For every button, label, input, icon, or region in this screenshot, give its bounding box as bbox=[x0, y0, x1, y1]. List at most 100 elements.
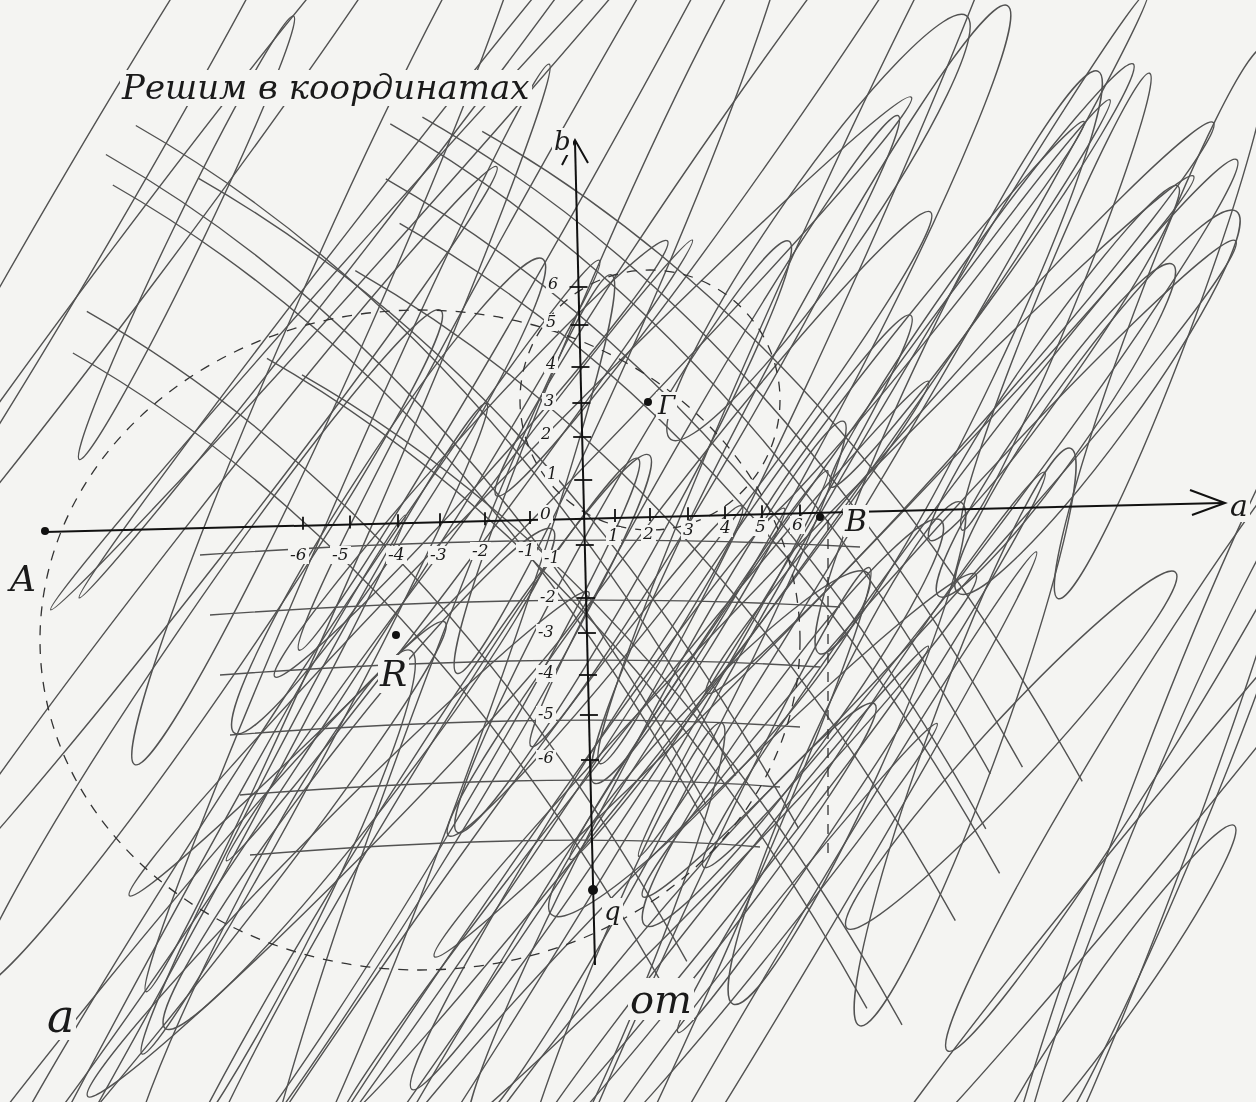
scribble bbox=[259, 226, 684, 691]
scribble bbox=[954, 376, 1256, 1102]
scribble bbox=[82, 489, 767, 1102]
scribble bbox=[553, 544, 1051, 1102]
tick-number: 6 bbox=[790, 516, 805, 534]
tick-number: 5 bbox=[753, 518, 768, 536]
tick bbox=[761, 505, 763, 518]
handwritten-label: от bbox=[628, 978, 694, 1020]
tick-number: 2 bbox=[539, 426, 553, 443]
scribble bbox=[785, 55, 1132, 670]
tick-number: -3 bbox=[536, 624, 556, 641]
point bbox=[41, 527, 49, 535]
b-axis bbox=[575, 142, 595, 965]
tick bbox=[581, 759, 599, 761]
scribble bbox=[623, 0, 1163, 865]
scribble bbox=[995, 465, 1256, 1102]
tick-number: -1 bbox=[542, 550, 562, 567]
scribble bbox=[927, 189, 1256, 616]
scribble bbox=[482, 131, 1082, 781]
scribble bbox=[210, 600, 840, 615]
tick bbox=[577, 597, 595, 599]
tick bbox=[724, 506, 726, 519]
point bbox=[588, 885, 598, 895]
scribble bbox=[827, 432, 1256, 1102]
tick-number: -3 bbox=[428, 546, 449, 564]
tick-number: 0 bbox=[538, 505, 553, 523]
handwritten-label: а bbox=[45, 992, 76, 1040]
scribble bbox=[423, 192, 955, 855]
tick bbox=[687, 507, 689, 520]
tick-number: 3 bbox=[542, 393, 556, 410]
a-axis bbox=[45, 503, 1222, 532]
scribble bbox=[400, 223, 1000, 873]
tick-number: -2 bbox=[538, 589, 558, 606]
scribble bbox=[113, 185, 713, 835]
tick-number: 2 bbox=[641, 525, 656, 543]
handwritten-label: Решим в координатах bbox=[120, 70, 532, 106]
tick bbox=[649, 508, 651, 521]
scribble bbox=[687, 105, 1233, 711]
scribble bbox=[461, 556, 895, 1102]
scribble bbox=[385, 298, 938, 1102]
tick-number: 1 bbox=[545, 466, 559, 483]
scribble bbox=[636, 0, 1000, 463]
handwritten-label: R bbox=[378, 655, 409, 693]
tick-number: 5 bbox=[544, 314, 558, 331]
tick-number: -6 bbox=[288, 546, 309, 564]
scribble bbox=[441, 406, 873, 1102]
scribble bbox=[220, 660, 820, 675]
scribble bbox=[621, 221, 1256, 916]
scribble bbox=[390, 124, 990, 774]
scribble bbox=[968, 811, 1254, 1102]
scribble bbox=[324, 368, 945, 1102]
tick-number: -2 bbox=[470, 542, 491, 560]
scribble bbox=[41, 0, 717, 618]
tick bbox=[574, 479, 592, 481]
scribble bbox=[920, 386, 1256, 1068]
scribble bbox=[1030, 36, 1256, 609]
point bbox=[816, 513, 824, 521]
tick bbox=[397, 514, 399, 527]
tick-number: -6 bbox=[536, 750, 556, 767]
tick bbox=[529, 511, 531, 524]
scribble bbox=[699, 487, 994, 1019]
tick bbox=[579, 674, 597, 676]
handwritten-label: B bbox=[843, 505, 869, 537]
scribble bbox=[813, 51, 1151, 499]
scribble bbox=[230, 720, 800, 735]
tick bbox=[580, 714, 598, 716]
tick bbox=[570, 324, 588, 326]
tick-number: 4 bbox=[718, 519, 733, 537]
scribble bbox=[0, 247, 620, 1102]
scribble bbox=[70, 574, 606, 1102]
handwritten-label: Г bbox=[656, 392, 677, 419]
tick-number: -5 bbox=[536, 706, 556, 723]
tick bbox=[302, 517, 304, 530]
scribble bbox=[945, 66, 1167, 537]
tick bbox=[578, 632, 596, 634]
axis-arrow bbox=[1190, 490, 1225, 515]
scribble bbox=[106, 155, 706, 805]
tick bbox=[439, 513, 441, 526]
tick bbox=[571, 366, 589, 368]
scribble bbox=[422, 117, 1022, 767]
scribble bbox=[250, 840, 760, 855]
tick bbox=[570, 286, 588, 288]
handwritten-label: q bbox=[602, 898, 623, 925]
scribble bbox=[136, 126, 736, 776]
handwritten-label: a bbox=[1228, 490, 1250, 522]
tick bbox=[573, 436, 591, 438]
scribble bbox=[0, 599, 473, 1102]
tick-number: 1 bbox=[606, 527, 621, 545]
tick-number: 6 bbox=[546, 276, 560, 293]
tick-number: 3 bbox=[681, 521, 696, 539]
dashed-line bbox=[827, 520, 828, 860]
scribble bbox=[355, 271, 955, 921]
tick-number: -4 bbox=[386, 546, 407, 564]
scribble bbox=[0, 0, 405, 725]
tick bbox=[349, 515, 351, 528]
point bbox=[644, 398, 652, 406]
scribble bbox=[110, 434, 683, 1102]
tick bbox=[572, 402, 590, 404]
handwritten-label: A bbox=[8, 560, 38, 598]
